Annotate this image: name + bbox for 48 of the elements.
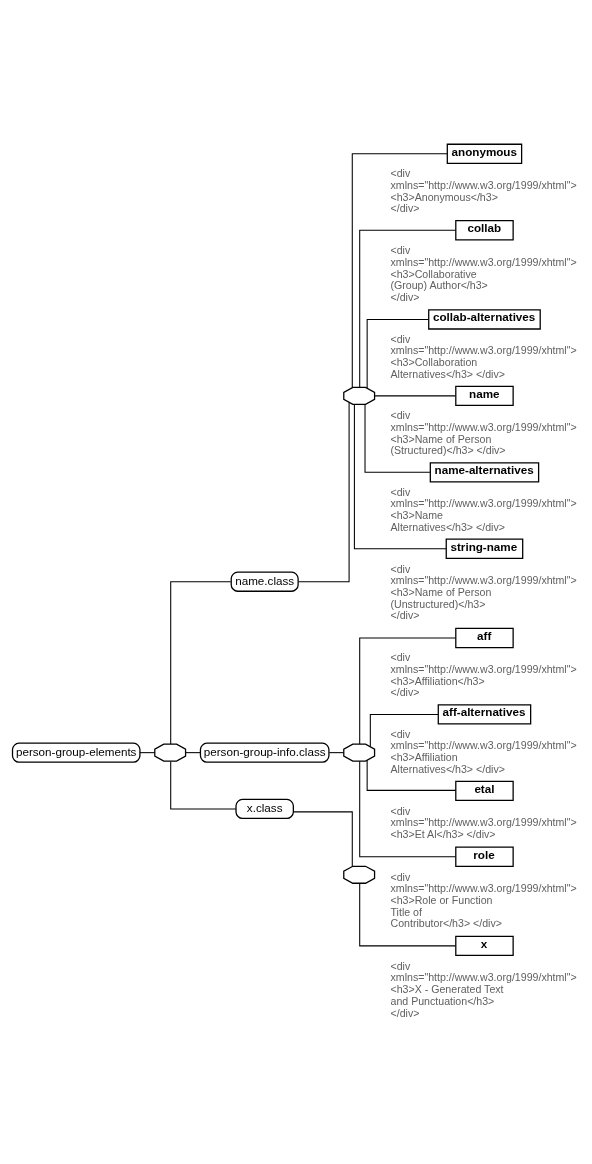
node-octagon bbox=[154, 743, 187, 762]
node-box: x.class bbox=[235, 798, 294, 819]
connector bbox=[353, 403, 447, 549]
node-box: person-group-elements bbox=[11, 741, 141, 763]
node-box: person-group-info.class bbox=[199, 741, 330, 763]
node-octagon bbox=[343, 865, 376, 884]
node-label: <div xmlns="http://www.w3.org/1999/xhtml"> <h3>Role or Function Title of Contributor</h3> </div> bbox=[390, 870, 577, 929]
node-box: name-alternatives bbox=[429, 461, 540, 483]
node-box: aff-alternatives bbox=[437, 703, 532, 725]
node-label: <div xmlns="http://www.w3.org/1999/xhtml"> <h3>Name of Person (Unstructured)</h3> </div> bbox=[390, 562, 577, 621]
node-label: <div xmlns="http://www.w3.org/1999/xhtml"> <h3>Anonymous</h3> </div> bbox=[390, 166, 577, 214]
node-box: etal bbox=[455, 780, 514, 801]
node-label: <div xmlns="http://www.w3.org/1999/xhtml"> <h3>X - Generated Text and Punctuation</h3> </div> bbox=[390, 959, 577, 1019]
connector bbox=[170, 580, 232, 744]
connector bbox=[359, 882, 457, 946]
node-label: <div xmlns="http://www.w3.org/1999/xhtml"> <h3>Collaboration Alternatives</h3> </div> bbox=[390, 332, 577, 380]
node-box: anonymous bbox=[446, 143, 523, 164]
connector bbox=[328, 751, 345, 753]
node-box: role bbox=[455, 846, 514, 867]
node-label: <div xmlns="http://www.w3.org/1999/xhtml"> <h3>Et Al</h3> </div> bbox=[390, 804, 577, 840]
node-box: x bbox=[455, 935, 514, 956]
connector bbox=[364, 403, 431, 473]
node-box: string-name bbox=[445, 538, 524, 559]
connector bbox=[298, 401, 350, 582]
node-label: <div xmlns="http://www.w3.org/1999/xhtml"> <h3>Name of Person (Structured)</h3> </div> bbox=[390, 408, 577, 456]
connector bbox=[374, 394, 456, 396]
node-box: aff bbox=[455, 627, 514, 648]
connector bbox=[359, 636, 457, 745]
node-box: collab bbox=[455, 219, 514, 240]
connector bbox=[139, 751, 156, 753]
connector bbox=[366, 318, 430, 389]
connector bbox=[366, 759, 457, 791]
connector bbox=[369, 713, 439, 747]
node-box: name.class bbox=[230, 571, 299, 592]
node-box: collab-alternatives bbox=[428, 308, 541, 330]
node-octagon bbox=[343, 386, 376, 405]
node-label: <div xmlns="http://www.w3.org/1999/xhtml"> <h3>Affiliation</h3> </div> bbox=[390, 650, 577, 698]
connector bbox=[351, 152, 448, 388]
node-box: name bbox=[455, 385, 514, 406]
connector bbox=[170, 760, 237, 809]
connector bbox=[292, 810, 353, 867]
node-label: <div xmlns="http://www.w3.org/1999/xhtml"> <h3>Affiliation Alternatives</h3> </div> bbox=[390, 727, 577, 775]
connector bbox=[359, 760, 457, 857]
node-octagon bbox=[343, 743, 376, 762]
node-label: <div xmlns="http://www.w3.org/1999/xhtml"> <h3>Name Alternatives</h3> </div> bbox=[390, 485, 577, 533]
connector bbox=[185, 751, 201, 753]
node-label: <div xmlns="http://www.w3.org/1999/xhtml"> <h3>Collaborative (Group) Author</h3> </div> bbox=[390, 243, 577, 303]
connector bbox=[359, 229, 457, 387]
